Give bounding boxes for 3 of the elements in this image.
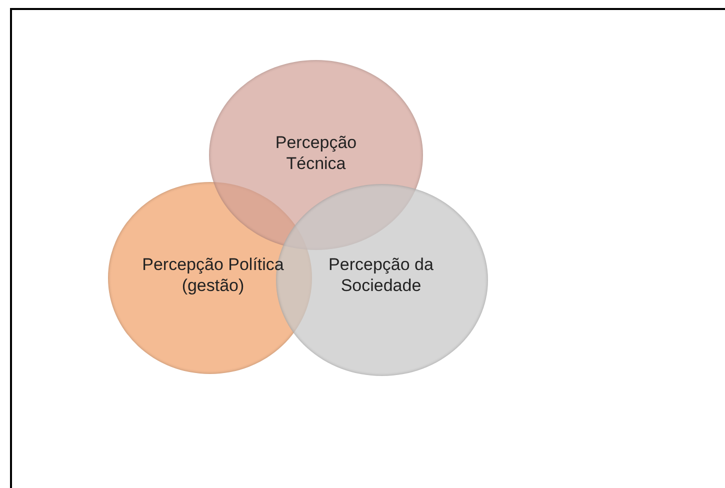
circle-label: Percepção da Sociedade — [328, 254, 434, 296]
circle-label: Percepção Política (gestão) — [141, 254, 285, 296]
circle-label: Percepção Técnica — [274, 132, 358, 174]
